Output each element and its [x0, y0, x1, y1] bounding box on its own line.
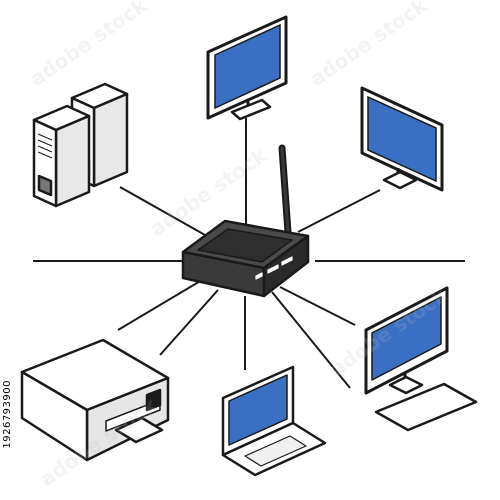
laptop	[221, 365, 327, 477]
image-code: 1926793900	[2, 380, 13, 449]
line-to-desktop-b	[271, 291, 351, 389]
router	[181, 144, 310, 298]
line-to-desktop-a	[279, 286, 356, 326]
monitor-top-right	[360, 86, 444, 192]
connection-lines	[33, 118, 465, 389]
line-to-monitor-right	[297, 189, 381, 233]
line-to-printer-a	[117, 279, 203, 331]
line-to-printer-b	[159, 289, 219, 356]
monitor-top	[206, 15, 288, 121]
server-tower-pair	[32, 82, 129, 208]
desktop-computer	[364, 286, 478, 432]
line-to-servers	[119, 186, 206, 236]
printer	[20, 338, 170, 462]
